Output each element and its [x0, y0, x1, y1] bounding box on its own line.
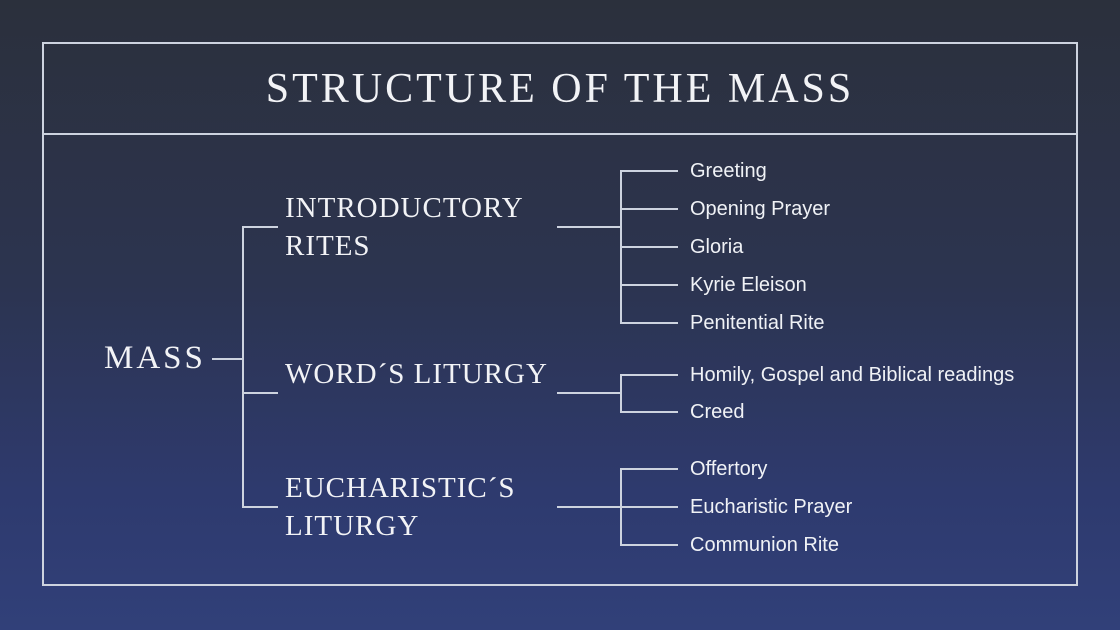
leaf-kyrie-eleison: Kyrie Eleison	[690, 274, 807, 296]
leaf-eucharistic-prayer: Eucharistic Prayer	[690, 496, 853, 518]
connector-line	[620, 506, 678, 508]
slide-frame: STRUCTURE OF THE MASS	[42, 42, 1078, 586]
tree-root-label: MASS	[104, 340, 206, 376]
leaf-offertory: Offertory	[690, 458, 768, 480]
connector-line	[242, 226, 244, 508]
connector-line	[620, 544, 678, 546]
title-band: STRUCTURE OF THE MASS	[44, 44, 1076, 135]
branch-label-words-liturgy: WORD´S LITURGY	[285, 358, 548, 390]
connector-line	[620, 284, 678, 286]
leaf-communion-rite: Communion Rite	[690, 534, 839, 556]
branch-label-introductory-rites: INTRODUCTORY RITES	[285, 192, 523, 262]
leaf-homily-gospel-readings: Homily, Gospel and Biblical readings	[690, 364, 1015, 386]
leaf-gloria: Gloria	[690, 236, 744, 258]
leaf-penitential-rite: Penitential Rite	[690, 312, 825, 334]
connector-line	[620, 322, 678, 324]
connector-line	[620, 374, 622, 413]
connector-line	[557, 506, 621, 508]
connector-line	[242, 506, 278, 508]
leaf-creed: Creed	[690, 401, 745, 423]
leaf-opening-prayer: Opening Prayer	[690, 198, 831, 220]
connector-line	[242, 392, 278, 394]
connector-line	[557, 392, 621, 394]
connector-line	[557, 226, 621, 228]
connector-line	[242, 226, 278, 228]
leaf-greeting: Greeting	[690, 160, 767, 182]
connector-line	[620, 411, 678, 413]
connector-line	[620, 170, 678, 172]
connector-line	[620, 208, 678, 210]
connector-line	[212, 358, 243, 360]
connector-line	[620, 374, 678, 376]
connector-line	[620, 468, 678, 470]
page-title: STRUCTURE OF THE MASS	[265, 65, 855, 112]
branch-label-eucharistics-liturgy: EUCHARISTIC´S LITURGY	[285, 472, 516, 542]
connector-line	[620, 246, 678, 248]
